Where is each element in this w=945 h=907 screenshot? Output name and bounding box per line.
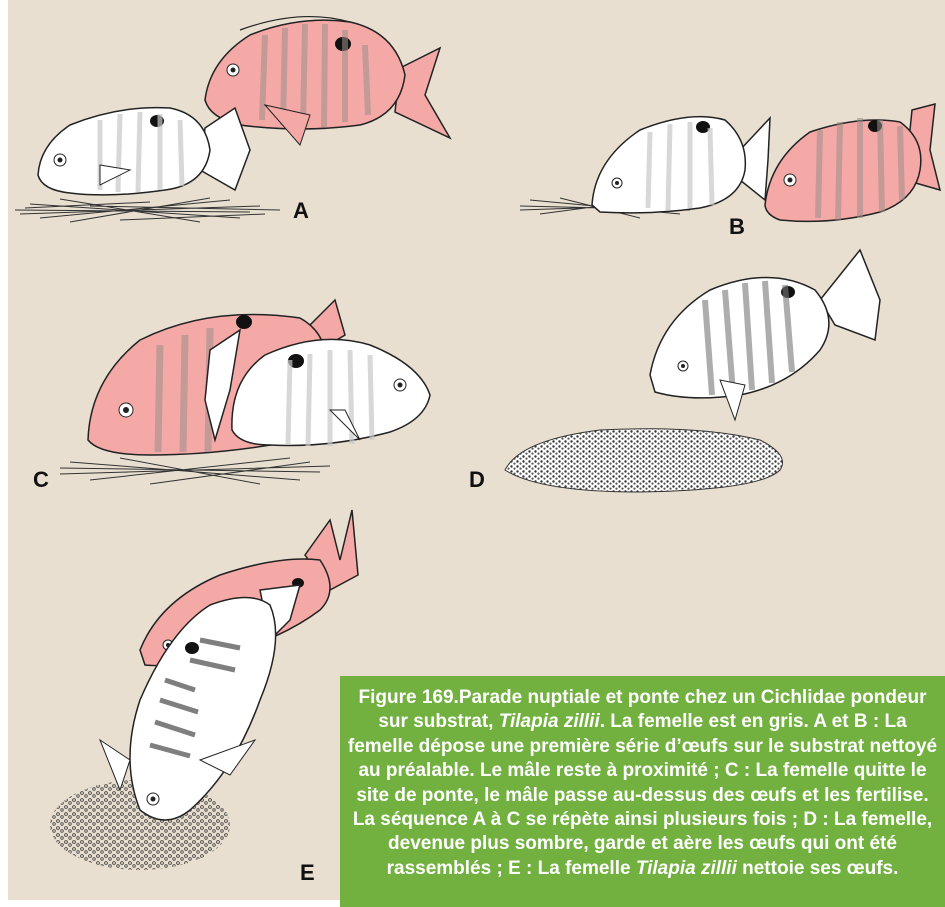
panel-label-a: A (293, 198, 309, 224)
panel-label-c: C (33, 467, 49, 493)
caption-species-2: Tilapia zillii (636, 858, 737, 879)
caption-text-2: . La femelle est en gris. A et B : La fe… (348, 711, 937, 878)
panel-label-b: B (729, 214, 745, 240)
panel-label-d: D (469, 467, 485, 493)
caption-species-1: Tilapia zillii (499, 711, 600, 732)
figure-caption: Figure 169.Parade nuptiale et ponte chez… (340, 676, 945, 907)
caption-text-3: nettoie ses œufs. (737, 858, 899, 879)
panel-label-e: E (300, 860, 315, 886)
